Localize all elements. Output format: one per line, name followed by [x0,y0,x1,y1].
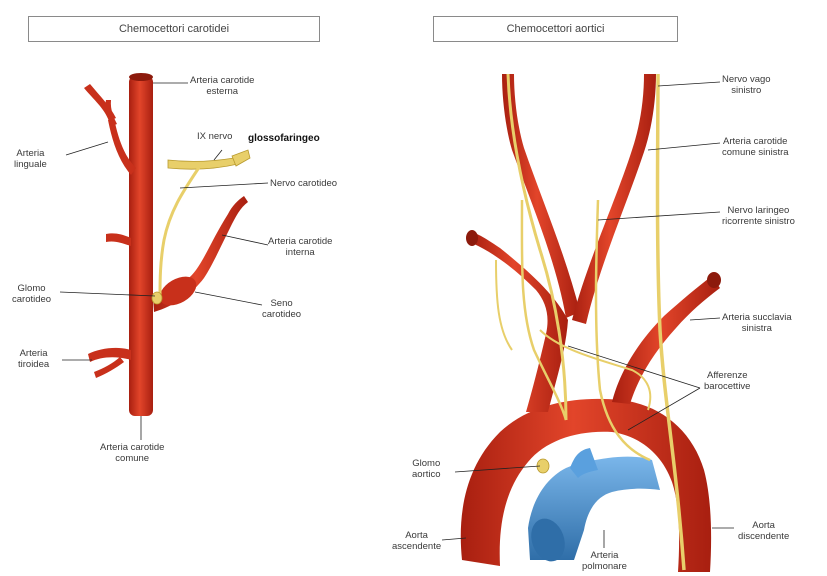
label-ix-nerve: IX nervo [197,131,232,142]
right-panel-drawing [442,74,734,572]
side-branch-artery [106,233,131,246]
label-carotid-nerve: Nervo carotideo [270,178,337,189]
common-carotid-top-opening [129,73,153,81]
brachiocephalic-opening [466,230,478,246]
lingual-artery-branch-b [105,100,117,126]
subclavian-opening [707,272,721,288]
common-carotid-artery [129,76,153,416]
label-glossopharyngeal-note: glossofaringeo [248,133,320,144]
glossopharyngeal-nerve [168,158,238,169]
left-panel-drawing [60,73,268,440]
thyroid-artery [88,348,131,362]
thyroid-artery-branch [94,357,124,378]
carotid-body [152,292,162,304]
nerve-vertical-left [496,260,512,350]
glossopharyngeal-nerve-end [232,150,250,166]
right-common-carotid [502,74,580,318]
left-leader-lines [60,83,268,440]
left-common-carotid [572,74,656,324]
